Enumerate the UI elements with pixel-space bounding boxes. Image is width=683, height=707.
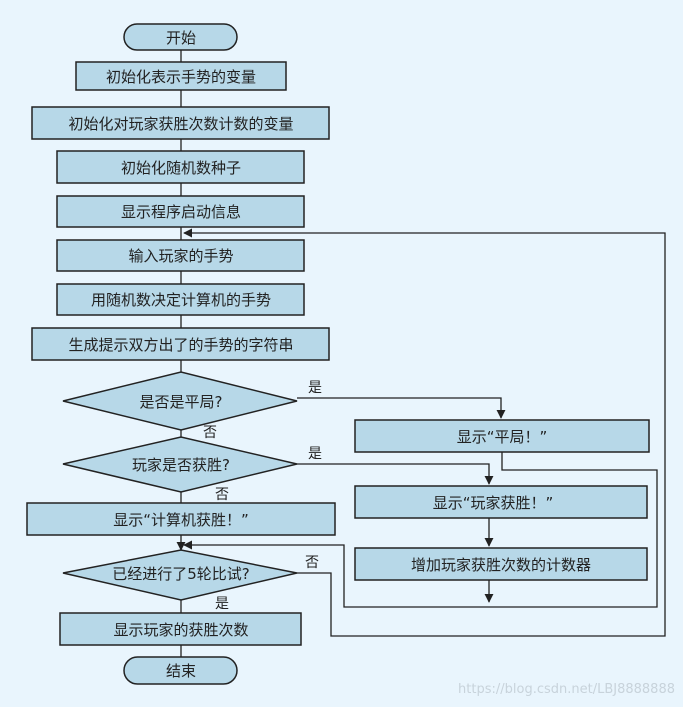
is-draw-label: 是否是平局? (140, 393, 223, 411)
player-win-label: 玩家是否获胜? (132, 456, 230, 474)
process-show-player-win: 显示“玩家获胜！” (354, 485, 648, 519)
end-label: 结束 (166, 662, 196, 680)
watermark: https://blog.csdn.net/LBJ8888888 (458, 682, 675, 697)
branch-lines (183, 228, 666, 637)
draw-yes-label: 是 (308, 380, 322, 396)
win-yes-label: 是 (308, 446, 322, 462)
show-start-label: 显示程序启动信息 (121, 203, 241, 221)
process-show-start: 显示程序启动信息 (56, 195, 305, 228)
process-inc-counter: 增加玩家获胜次数的计数器 (354, 547, 648, 581)
process-show-wins: 显示玩家的获胜次数 (59, 612, 302, 646)
draw-no-label: 否 (203, 425, 217, 441)
process-show-draw: 显示“平局！” (354, 419, 650, 453)
decision-player-win: 玩家是否获胜? (62, 436, 298, 493)
process-init-seed: 初始化随机数种子 (56, 150, 305, 184)
input-gesture-label: 输入玩家的手势 (128, 247, 233, 265)
process-input-gesture: 输入玩家的手势 (56, 239, 305, 272)
played-five-label: 已经进行了5轮比试? (112, 565, 250, 583)
gen-string-label: 生成提示双方出了的手势的字符串 (68, 336, 293, 354)
process-show-computer-win: 显示“计算机获胜！” (26, 502, 336, 536)
computer-gesture-label: 用随机数决定计算机的手势 (91, 291, 271, 309)
five-yes-label: 是 (215, 596, 229, 612)
decision-played-five: 已经进行了5轮比试? (62, 549, 298, 601)
show-computer-win-label: 显示“计算机获胜！” (113, 511, 249, 529)
start-terminator: 开始 (123, 23, 238, 51)
win-no-label: 否 (215, 487, 229, 503)
process-computer-gesture: 用随机数决定计算机的手势 (56, 283, 305, 316)
five-no-label: 否 (305, 555, 319, 571)
start-label: 开始 (166, 29, 196, 47)
init-gesture-label: 初始化表示手势的变量 (106, 68, 256, 86)
process-init-gesture: 初始化表示手势的变量 (75, 61, 287, 91)
end-terminator: 结束 (123, 656, 238, 685)
process-gen-string: 生成提示双方出了的手势的字符串 (31, 327, 330, 361)
init-seed-label: 初始化随机数种子 (121, 159, 241, 177)
show-draw-label: 显示“平局！” (457, 428, 548, 446)
show-player-win-label: 显示“玩家获胜！” (433, 494, 554, 512)
show-wins-label: 显示玩家的获胜次数 (113, 621, 248, 639)
init-wins-label: 初始化对玩家获胜次数计数的变量 (68, 115, 293, 133)
decision-is-draw: 是否是平局? (62, 371, 298, 431)
inc-counter-label: 增加玩家获胜次数的计数器 (411, 556, 591, 574)
process-init-wins: 初始化对玩家获胜次数计数的变量 (31, 106, 330, 140)
